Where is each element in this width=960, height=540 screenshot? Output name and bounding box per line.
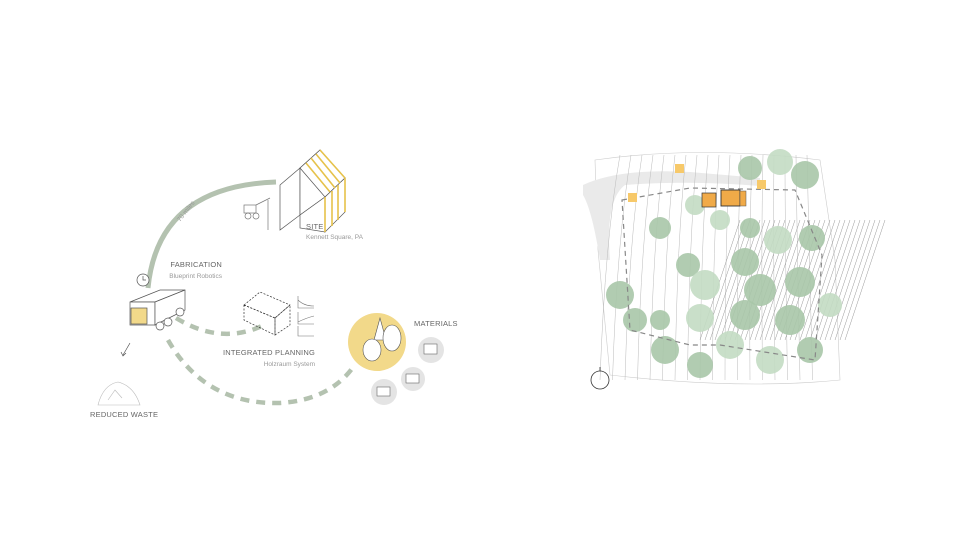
marker-1 <box>628 193 637 202</box>
tree-canopy <box>738 156 762 180</box>
materials-title: MATERIALS <box>414 319 458 328</box>
slope-hatch <box>839 219 881 341</box>
planning-subtitle: Holzraum System <box>264 361 315 368</box>
tree-canopy <box>740 218 760 238</box>
fabrication-subtitle: Blueprint Robotics <box>169 273 222 280</box>
tree-canopy <box>686 304 714 332</box>
tree-canopy <box>764 226 792 254</box>
site-plan-map <box>583 149 886 390</box>
road <box>583 171 760 260</box>
tree-canopy <box>767 149 793 175</box>
tree-canopy <box>606 281 634 309</box>
slope-hatch <box>819 219 861 341</box>
contour-line <box>699 154 709 381</box>
contour-line <box>599 154 621 381</box>
planning-title: INTEGRATED PLANNING <box>223 348 315 357</box>
tree-canopy <box>623 308 647 332</box>
tree-canopy <box>818 293 842 317</box>
building-3 <box>739 190 747 207</box>
slope-hatch <box>834 219 876 341</box>
tree-canopy <box>775 305 805 335</box>
slope-hatch <box>844 219 886 341</box>
tree-canopy <box>791 161 819 189</box>
tree-canopy <box>690 270 720 300</box>
tree-canopy <box>785 267 815 297</box>
slope-hatch <box>804 219 846 341</box>
slope-hatch <box>709 219 751 341</box>
tree-canopy <box>710 210 730 230</box>
slope-hatch <box>799 219 841 341</box>
tree-canopy <box>650 310 670 330</box>
site-subtitle: Kennett Square, PA <box>306 234 364 241</box>
site-title: SITE <box>306 222 323 231</box>
tree-canopy <box>676 253 700 277</box>
transport-arc <box>145 179 277 289</box>
performance-graph-icons <box>297 296 315 337</box>
slope-hatch <box>814 219 856 341</box>
tree-canopy <box>649 217 671 239</box>
contour-line <box>761 154 764 381</box>
building-1 <box>701 192 717 208</box>
planning-dashed-arc <box>174 316 263 337</box>
waste-pile-icon <box>97 342 141 406</box>
slope-hatch <box>759 219 801 341</box>
contour-line <box>649 154 665 381</box>
crane-icon <box>243 197 271 230</box>
fabrication-title: FABRICATION <box>170 260 222 269</box>
contour-line <box>637 154 654 381</box>
planning-frame-icon <box>243 291 291 336</box>
house-frame-icon <box>279 149 346 233</box>
slope-hatch <box>719 219 761 341</box>
slope-hatch <box>714 219 756 341</box>
distance-label: 70 miles <box>176 199 197 223</box>
truck-icon <box>129 273 186 331</box>
tree-canopy <box>730 300 760 330</box>
contour-line <box>612 154 632 381</box>
contour-line <box>624 154 643 381</box>
tree-canopy <box>687 352 713 378</box>
slope-hatch <box>764 219 806 341</box>
north-arrow-icon <box>590 367 610 390</box>
property-line <box>621 187 823 361</box>
waste-title: REDUCED WASTE <box>90 410 158 419</box>
material-samples <box>371 337 444 405</box>
tree-canopy <box>799 225 825 251</box>
building-2 <box>720 189 741 207</box>
materials-dashed-arc <box>166 338 356 406</box>
contour-line <box>784 154 788 381</box>
tree-canopy <box>731 248 759 276</box>
trees-icon <box>362 316 402 362</box>
marker-3 <box>757 180 766 189</box>
tree-canopy <box>685 195 705 215</box>
tree-canopy <box>651 336 679 364</box>
slope-hatch <box>824 219 866 341</box>
tree-canopy <box>744 274 776 306</box>
slope-hatch <box>829 219 871 341</box>
slope-hatch <box>809 219 851 341</box>
marker-2 <box>675 164 684 173</box>
tree-canopy <box>716 331 744 359</box>
tree-canopy <box>756 346 784 374</box>
contour-line <box>712 154 720 381</box>
